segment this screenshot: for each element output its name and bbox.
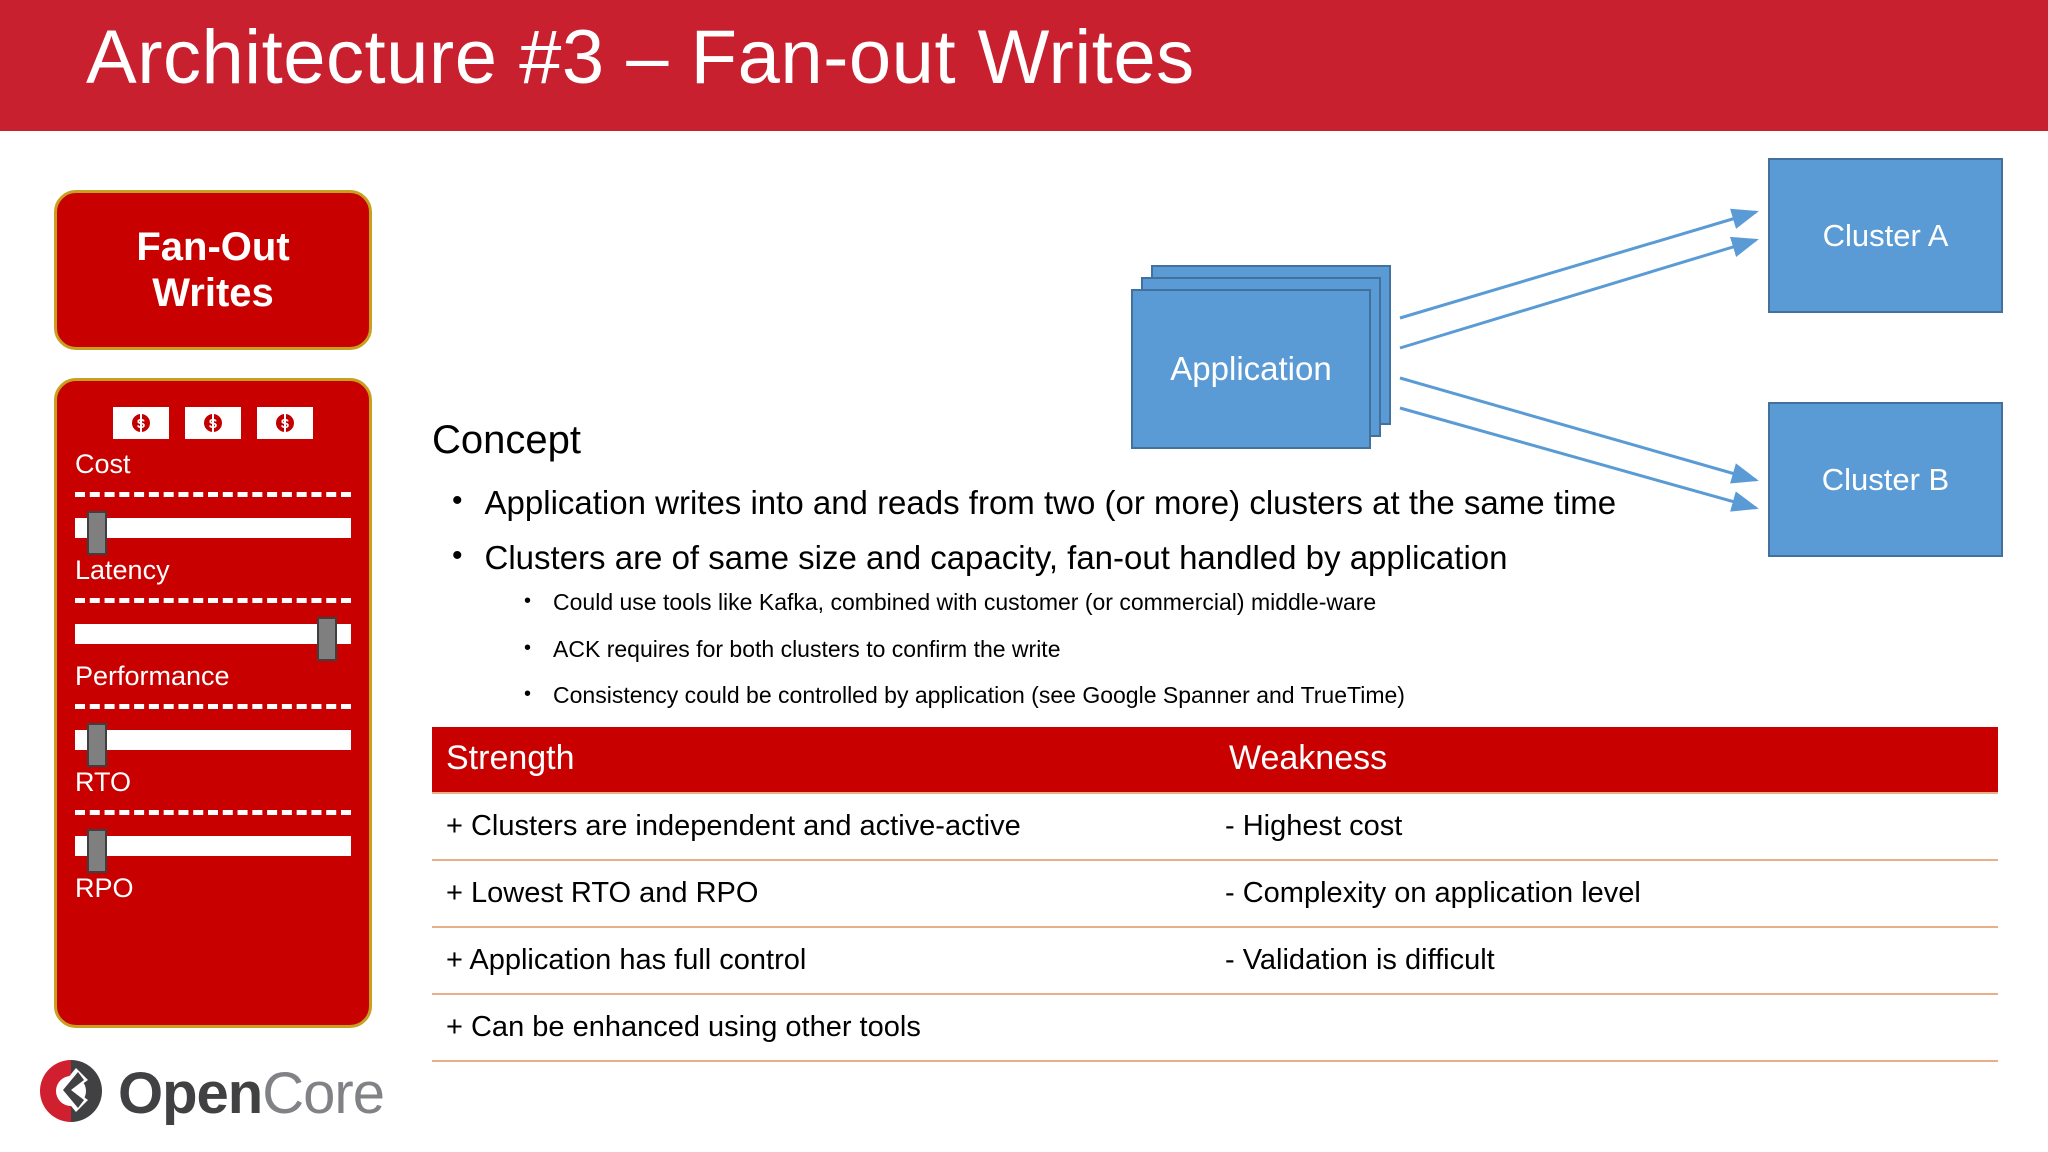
metric-cost: S S S Cost — [57, 381, 369, 480]
cluster-a-label: Cluster A — [1822, 217, 1949, 253]
svg-text:S: S — [209, 416, 218, 431]
metric-label-rpo: RPO — [75, 873, 134, 903]
table-row: + Can be enhanced using other tools — [432, 993, 1998, 1062]
application-node: Application — [1131, 265, 1391, 450]
cost-rating: S S S — [57, 381, 369, 439]
metric-label-rto: RTO — [75, 767, 132, 797]
metric-latency: Latency — [57, 511, 369, 586]
rto-slider[interactable] — [75, 723, 351, 767]
badge-line-1: Fan-Out — [136, 225, 290, 269]
concept-subbullet: • Consistency could be controlled by app… — [524, 682, 1405, 709]
fan-out-writes-badge: Fan-Out Writes — [54, 190, 372, 350]
metric-rpo: RPO — [57, 829, 369, 904]
bullet-glyph-icon: • — [452, 539, 463, 572]
opencore-logo: OpenCore — [38, 1058, 385, 1129]
table-header-row: Strength Weakness — [432, 727, 1998, 793]
latency-slider[interactable] — [75, 511, 351, 555]
slider-handle-icon[interactable] — [87, 829, 107, 873]
arrow-app-to-cluster-a-1 — [1399, 208, 1759, 320]
concept-subbullet-text: ACK requires for both clusters to confir… — [553, 636, 1061, 662]
table-cell-strength: + Lowest RTO and RPO — [432, 859, 1215, 928]
slider-track — [75, 730, 351, 750]
slider-handle-icon[interactable] — [87, 511, 107, 555]
table-header-strength: Strength — [432, 727, 1215, 793]
table-cell-weakness: - Validation is difficult — [1215, 926, 1998, 995]
metric-divider — [75, 704, 351, 709]
slider-track — [75, 624, 351, 644]
opencore-word-core: Core — [262, 1060, 385, 1126]
money-note-icon: S — [257, 407, 313, 439]
concept-subbullet: • Could use tools like Kafka, combined w… — [524, 589, 1376, 616]
table-row: + Clusters are independent and active-ac… — [432, 792, 1998, 861]
application-card-front: Application — [1131, 289, 1371, 449]
page-title: Architecture #3 – Fan-out Writes — [86, 15, 1195, 100]
metric-performance: Performance — [57, 617, 369, 692]
arrow-app-to-cluster-b-1 — [1399, 376, 1759, 484]
concept-subbullet-text: Consistency could be controlled by appli… — [553, 682, 1405, 708]
slider-track — [75, 836, 351, 856]
table-cell-strength: + Application has full control — [432, 926, 1215, 995]
table-cell-weakness: - Highest cost — [1215, 792, 1998, 861]
money-note-icon: S — [185, 407, 241, 439]
table-row: + Application has full control - Validat… — [432, 926, 1998, 995]
slide-title-banner: Architecture #3 – Fan-out Writes — [0, 0, 2048, 131]
metric-divider — [75, 810, 351, 815]
table-header-weakness: Weakness — [1215, 727, 1998, 793]
metric-label-performance: Performance — [75, 661, 230, 691]
performance-slider[interactable] — [75, 617, 351, 661]
cluster-a-node: Cluster A — [1768, 158, 2003, 313]
cluster-b-label: Cluster B — [1821, 461, 1950, 497]
bullet-glyph-icon: • — [524, 683, 532, 705]
metric-divider — [75, 492, 351, 497]
table-cell-weakness: - Complexity on application level — [1215, 859, 1998, 928]
concept-bullet: • Clusters are of same size and capacity… — [452, 539, 1507, 577]
slider-handle-icon[interactable] — [87, 723, 107, 767]
table-cell-strength: + Can be enhanced using other tools — [432, 993, 1215, 1062]
rpo-slider[interactable] — [75, 829, 351, 873]
concept-bullet-text: Application writes into and reads from t… — [484, 484, 1617, 521]
concept-heading: Concept — [432, 418, 581, 462]
metric-label-latency: Latency — [75, 555, 170, 585]
metric-rto: RTO — [57, 723, 369, 798]
opencore-word-open: Open — [118, 1060, 263, 1126]
cluster-b-node: Cluster B — [1768, 402, 2003, 557]
concept-bullet: • Application writes into and reads from… — [452, 484, 1616, 522]
bullet-glyph-icon: • — [452, 484, 463, 517]
opencore-wordmark: OpenCore — [118, 1064, 385, 1123]
table-row: + Lowest RTO and RPO - Complexity on app… — [432, 859, 1998, 928]
strength-weakness-table: Strength Weakness + Clusters are indepen… — [432, 727, 1998, 1062]
slider-handle-icon[interactable] — [317, 617, 337, 661]
metric-label-cost: Cost — [75, 449, 131, 479]
badge-line-2: Writes — [152, 271, 274, 315]
svg-text:S: S — [281, 416, 290, 431]
fan-out-writes-badge-label: Fan-Out Writes — [136, 224, 289, 316]
money-note-icon: S — [113, 407, 169, 439]
slider-track — [75, 518, 351, 538]
table-cell-weakness — [1215, 993, 1998, 1062]
table-cell-strength: + Clusters are independent and active-ac… — [432, 792, 1215, 861]
application-label: Application — [1170, 350, 1332, 387]
metrics-card: S S S Cost — [54, 378, 372, 1028]
bullet-glyph-icon: • — [524, 637, 532, 659]
concept-subbullet: • ACK requires for both clusters to conf… — [524, 636, 1061, 663]
concept-bullet-text: Clusters are of same size and capacity, … — [484, 539, 1508, 576]
metric-divider — [75, 598, 351, 603]
svg-text:S: S — [137, 416, 146, 431]
concept-subbullet-text: Could use tools like Kafka, combined wit… — [553, 589, 1377, 615]
arrow-app-to-cluster-a-2 — [1399, 236, 1759, 350]
opencore-mark-icon — [38, 1058, 104, 1129]
bullet-glyph-icon: • — [524, 590, 532, 612]
